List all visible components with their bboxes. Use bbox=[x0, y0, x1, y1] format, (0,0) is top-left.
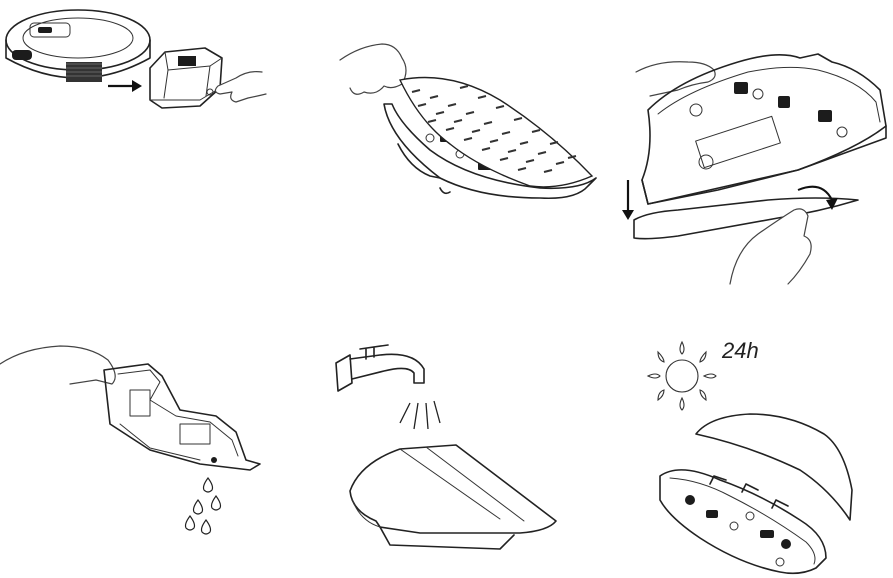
water-tank bbox=[104, 364, 260, 470]
hand-icon bbox=[0, 346, 115, 384]
mop-pad bbox=[634, 198, 858, 239]
water-stream-icon bbox=[400, 401, 440, 429]
detach-mop-pad-icon bbox=[618, 40, 893, 285]
remove-water-tank-icon bbox=[0, 0, 280, 140]
sun-dry-mop-icon: 24h bbox=[630, 330, 893, 578]
peel-mop-cloth-icon bbox=[340, 40, 610, 210]
hand-icon bbox=[215, 72, 266, 102]
water-drops-icon bbox=[186, 478, 221, 534]
step-3-detach-pad bbox=[618, 40, 893, 285]
arrow-down-icon bbox=[622, 180, 634, 220]
hand-icon bbox=[636, 62, 715, 96]
faucet-icon bbox=[336, 345, 424, 391]
water-tank bbox=[150, 48, 222, 108]
mop-plate bbox=[660, 470, 826, 573]
mop-cloth bbox=[400, 78, 592, 187]
step-4-drain-tank bbox=[0, 320, 270, 540]
drying-time-label: 24h bbox=[721, 338, 759, 363]
sun-icon bbox=[648, 342, 716, 410]
robot-vacuum bbox=[6, 10, 150, 82]
wash-mop-under-tap-icon bbox=[330, 335, 570, 565]
step-2-peel-cloth bbox=[340, 40, 610, 210]
step-1-remove-tank bbox=[0, 0, 280, 140]
hand-icon bbox=[340, 44, 406, 94]
drain-water-tank-icon bbox=[0, 320, 270, 540]
step-6-sun-dry: 24h bbox=[630, 330, 893, 578]
step-5-wash-pad bbox=[330, 335, 570, 565]
arrow-right-icon bbox=[108, 80, 142, 92]
mop-pad bbox=[350, 445, 556, 549]
